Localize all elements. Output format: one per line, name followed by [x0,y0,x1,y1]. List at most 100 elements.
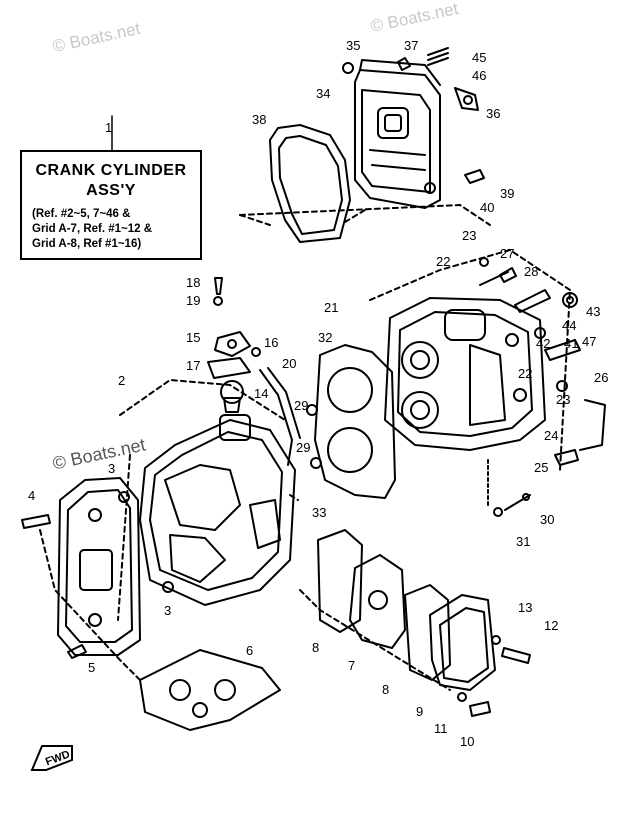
label-3b: 3 [164,603,171,618]
head-gasket-32 [314,344,396,499]
label-26: 26 [594,370,608,385]
washer-40 [424,182,436,194]
label-47: 47 [582,334,596,349]
gasket-38 [269,124,351,243]
plug-47 [544,339,581,361]
label-43: 43 [586,304,600,319]
pin-3b [162,581,174,593]
ref-line-3: Grid A-8, Ref #1~16) [32,238,142,250]
title-box: CRANK CYLINDER ASS'Y (Ref. #2~5, 7~46 & … [20,150,202,260]
label-41: 41 [564,336,578,351]
cover-9 [429,594,496,691]
hose-20 [259,367,301,466]
label-30: 30 [540,512,554,527]
label-3a: 3 [108,461,115,476]
label-29a: 29 [294,398,308,413]
bolt-39 [464,169,485,184]
label-12: 12 [544,618,558,633]
label-4: 4 [28,488,35,503]
title-line-2: ASS'Y [86,182,136,199]
gasket-6 [139,649,281,731]
label-17: 17 [186,358,200,373]
label-36: 36 [486,106,500,121]
fitting-36 [454,87,479,111]
pin-29a [306,404,318,416]
exhaust-cover-21 [384,297,546,451]
ref-line-1: (Ref. #2~5, 7~46 & [32,208,131,220]
ref-line-2: Grid A-7, Ref. #1~12 & [32,223,153,235]
pin-3a [118,491,130,503]
bolt-25 [554,449,579,466]
bolt-37 [397,57,411,71]
bolt-18 [214,277,223,295]
label-44: 44 [562,318,576,333]
title-line-1: CRANK CYLINDER [35,162,187,179]
label-23b: 23 [556,392,570,407]
washer-41 [534,327,546,339]
label-27: 27 [500,246,514,261]
label-28: 28 [524,264,538,279]
label-16: 16 [264,335,278,350]
label-15: 15 [186,330,200,345]
part-labels: 1 2 3 3 4 5 6 7 8 8 9 10 11 12 13 14 15 … [28,38,608,749]
bolt-23b [556,380,568,392]
gasket-8b [404,584,451,681]
grommet-11 [457,692,467,702]
label-45: 45 [472,50,486,65]
tube-26 [579,399,606,451]
gasket-8a [317,529,363,633]
label-31: 31 [516,534,530,549]
label-9: 9 [416,704,423,719]
bolt-35 [342,62,354,74]
label-14: 14 [254,386,268,401]
label-24: 24 [544,428,558,443]
pin-29b [310,457,322,469]
label-20: 20 [282,356,296,371]
gasket-17 [207,357,251,379]
washer-31 [493,507,503,517]
spring-45 [427,47,449,66]
label-29b: 29 [296,440,310,455]
forward-arrow-icon: FWD [30,745,73,771]
label-5: 5 [88,660,95,675]
bolt-10 [469,701,491,717]
bolt-5 [67,644,87,659]
label-2: 2 [118,373,125,388]
head-cover-34 [354,59,441,209]
bolt-28 [514,289,551,313]
label-11: 11 [434,721,448,736]
label-8a: 8 [312,640,319,655]
label-8b: 8 [382,682,389,697]
label-37: 37 [404,38,418,53]
label-23a: 23 [462,228,476,243]
crankcase-left [57,477,141,656]
label-13: 13 [518,600,532,615]
label-42: 42 [536,336,550,351]
label-34: 34 [316,86,330,101]
label-25: 25 [534,460,548,475]
label-6: 6 [246,643,253,658]
label-40: 40 [480,200,494,215]
bolt-12 [501,647,531,664]
label-32: 32 [318,330,332,345]
label-7: 7 [348,658,355,673]
bolt-30 [504,493,531,511]
label-33: 33 [312,505,326,520]
washer-19 [213,296,223,306]
bolt-4 [21,514,51,529]
label-22a: 22 [436,254,450,269]
grommet-16 [251,347,261,357]
nut-43 [562,292,578,308]
label-22b: 22 [518,366,532,381]
label-19: 19 [186,293,200,308]
label-18: 18 [186,275,200,290]
bolt-27 [499,267,517,283]
plate-7 [349,554,406,649]
label-1: 1 [105,120,112,135]
label-39: 39 [500,186,514,201]
label-38: 38 [252,112,266,127]
cover-15 [214,331,251,357]
label-10: 10 [460,734,474,749]
